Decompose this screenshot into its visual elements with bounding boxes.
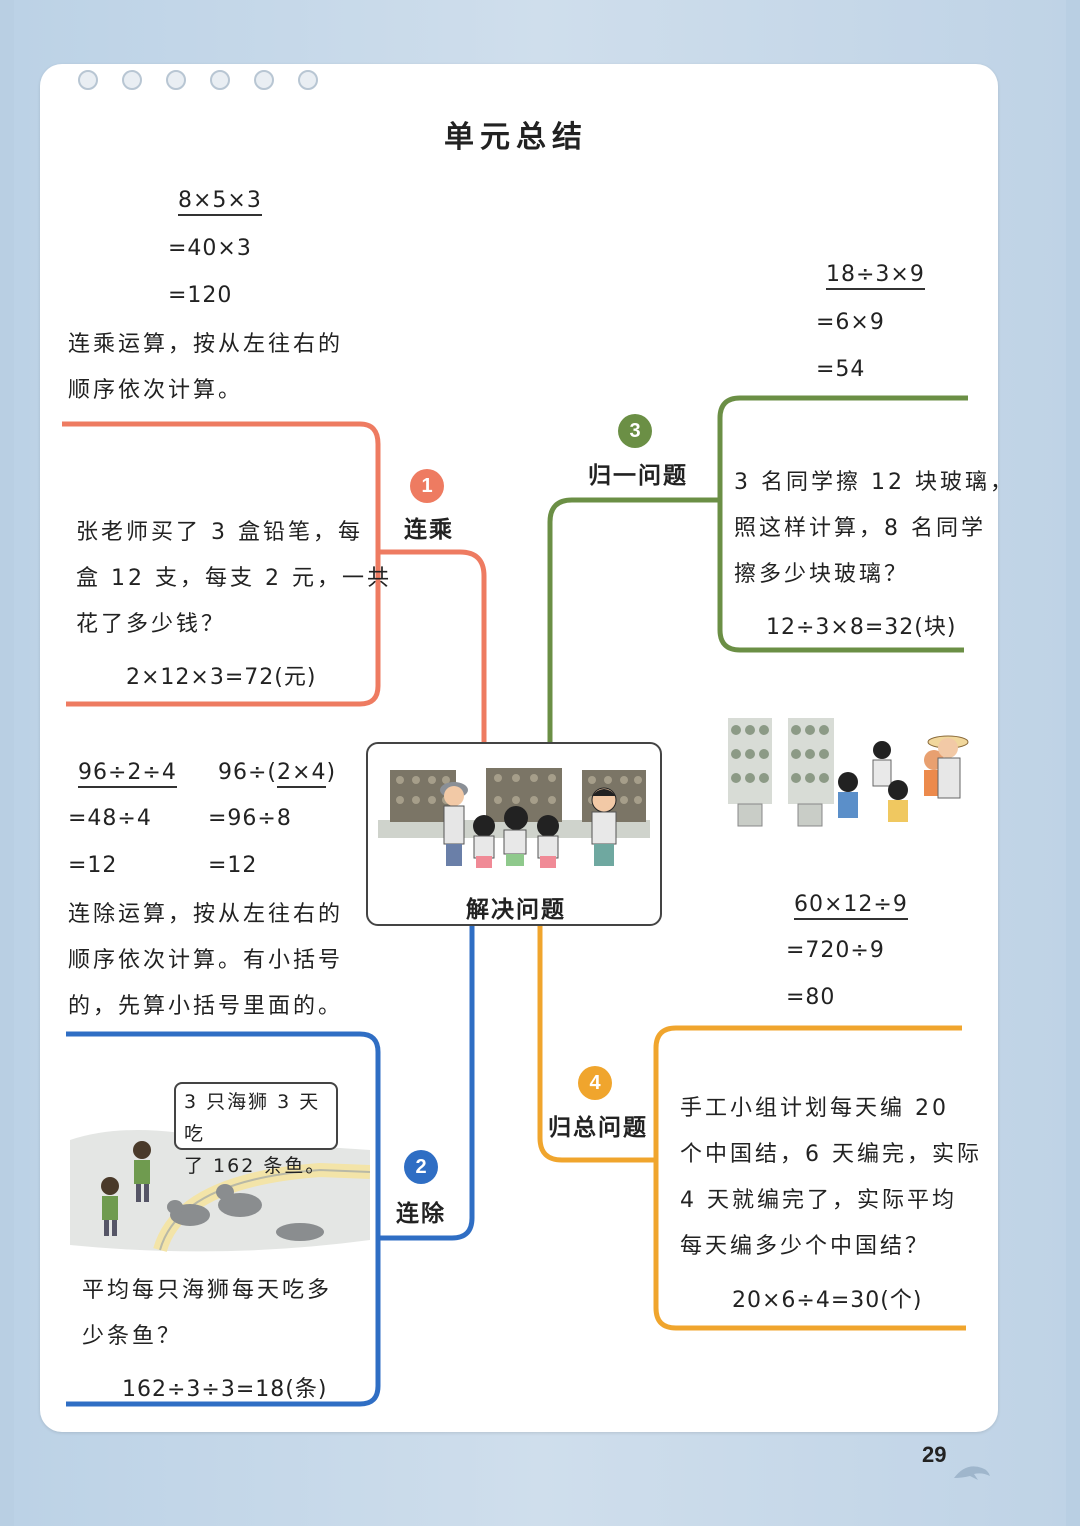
divide-example-b-line1: 96÷(2×4): [218, 760, 336, 785]
branch-number-badge: 1: [410, 469, 444, 503]
total-problem-line1: 手工小组计划每天编 20: [680, 1086, 949, 1132]
branch-number-badge: 2: [404, 1150, 438, 1184]
multiply-rule-line1: 连乘运算，按从左往右的: [68, 322, 343, 368]
multiply-example-line3: =120: [168, 283, 232, 308]
multiply-problem-line2: 盒 12 支，每支 2 元，一共: [76, 556, 392, 602]
divide-example-a-line2: =48÷4: [68, 806, 152, 831]
total-problem-line4: 每天编多少个中国结？: [680, 1224, 930, 1270]
total-example-line2: =720÷9: [786, 938, 885, 963]
unitary-example-line3: =54: [816, 357, 865, 382]
unitary-example-line1: 18÷3×9: [826, 262, 925, 290]
unitary-problem-line3: 擦多少块玻璃？: [734, 552, 909, 598]
divide-example-b-line2: =96÷8: [208, 806, 292, 831]
speech-bubble-line1: 3 只海狮 3 天吃: [184, 1086, 336, 1150]
divide-problem-line1: 平均每只海狮每天吃多: [82, 1268, 332, 1314]
branch-label-unitary: 归一问题: [588, 456, 688, 490]
branch-label-divide: 连除: [396, 1194, 446, 1228]
children-greenhouse-illustration: [376, 756, 652, 876]
divide-example-b-line3: =12: [208, 853, 257, 878]
branch-number-badge: 4: [578, 1066, 612, 1100]
branch-label-multiply: 连乘: [404, 510, 454, 544]
multiply-problem-line3: 花了多少钱？: [76, 602, 226, 648]
speech-bubble: 3 只海狮 3 天吃 了 162 条鱼。: [174, 1082, 338, 1150]
branch-label-total: 归总问题: [548, 1108, 648, 1142]
total-problem-line3: 4 天就编完了，实际平均: [680, 1178, 957, 1224]
total-example-line3: =80: [786, 985, 835, 1010]
divide-example-a-line1: 96÷2÷4: [78, 760, 177, 788]
divide-problem-line2: 少条鱼？: [82, 1314, 182, 1360]
total-example-line1: 60×12÷9: [794, 892, 908, 920]
children-planters-illustration: [722, 712, 974, 832]
center-node: 解决问题: [366, 742, 662, 926]
unitary-answer: 12÷3×8=32(块): [766, 609, 956, 641]
speech-bubble-line2: 了 162 条鱼。: [184, 1150, 336, 1182]
divide-example-a-line3: =12: [68, 853, 117, 878]
total-answer: 20×6÷4=30(个): [732, 1282, 922, 1314]
multiply-problem-line1: 张老师买了 3 盒铅笔，每: [76, 510, 363, 556]
unitary-example-line2: =6×9: [816, 310, 885, 335]
page-number: 29: [922, 1442, 946, 1468]
total-problem-line2: 个中国结，6 天编完，实际: [680, 1132, 982, 1178]
divide-rule-line2: 顺序依次计算。有小括号: [68, 938, 343, 984]
divide-rule-line3: 的，先算小括号里面的。: [68, 984, 343, 1030]
multiply-example-line1: 8×5×3: [178, 188, 262, 216]
divide-answer: 162÷3÷3=18(条): [122, 1371, 327, 1403]
unitary-problem-line1: 3 名同学擦 12 块玻璃，: [734, 460, 1015, 506]
page-title: 单元总结: [444, 112, 588, 156]
divide-rule-line1: 连除运算，按从左往右的: [68, 892, 343, 938]
multiply-rule-line2: 顺序依次计算。: [68, 368, 243, 414]
multiply-example-line2: =40×3: [168, 236, 252, 261]
center-node-label: 解决问题: [466, 890, 566, 924]
multiply-answer: 2×12×3=72(元): [126, 659, 316, 691]
dolphin-icon: [952, 1460, 992, 1484]
unitary-problem-line2: 照这样计算，8 名同学: [734, 506, 986, 552]
branch-number-badge: 3: [618, 414, 652, 448]
